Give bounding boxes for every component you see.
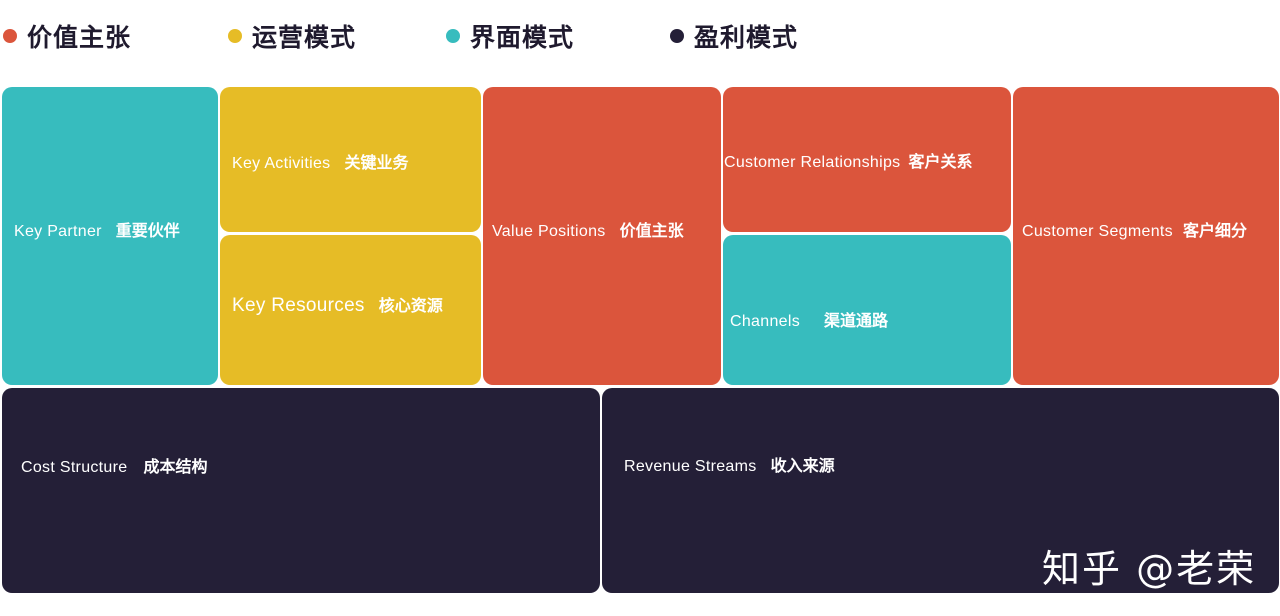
block-label-en: Customer Segments bbox=[1022, 223, 1173, 240]
block-label-en: Key Resources bbox=[232, 295, 365, 316]
block-value-positions: Value Positions 价值主张 bbox=[483, 87, 721, 385]
block-customer-relationships: Customer Relationships 客户关系 bbox=[723, 87, 1011, 232]
block-label: Customer Segments 客户细分 bbox=[1022, 221, 1247, 242]
legend-label: 价值主张 bbox=[27, 23, 132, 52]
block-label-zh: 核心资源 bbox=[378, 296, 443, 315]
block-label-en: Key Partner bbox=[14, 223, 102, 240]
legend-item-profit: 盈利模式 bbox=[670, 18, 798, 54]
navy-dot-icon bbox=[670, 29, 684, 43]
block-key-activities: Key Activities 关键业务 bbox=[220, 87, 481, 232]
block-label: Cost Structure 成本结构 bbox=[21, 457, 207, 478]
yellow-dot-icon bbox=[228, 29, 242, 43]
block-label-en: Cost Structure bbox=[21, 459, 128, 476]
block-revenue-streams: Revenue Streams 收入来源 bbox=[602, 388, 1279, 593]
block-label-en: Key Activities bbox=[232, 155, 331, 172]
block-label: Channels 渠道通路 bbox=[730, 311, 888, 332]
legend: 价值主张 运营模式 界面模式 盈利模式 bbox=[0, 0, 1280, 80]
block-label-en: Revenue Streams bbox=[624, 458, 757, 475]
block-label: Customer Relationships 客户关系 bbox=[724, 152, 972, 173]
watermark: 知乎 @老荣 bbox=[1042, 547, 1257, 591]
block-label-en: Value Positions bbox=[492, 223, 606, 240]
block-key-partner: Key Partner 重要伙伴 bbox=[2, 87, 218, 385]
block-label: Key Activities 关键业务 bbox=[232, 153, 408, 174]
block-channels: Channels 渠道通路 bbox=[723, 235, 1011, 385]
block-label-en: Channels bbox=[730, 313, 801, 330]
red-dot-icon bbox=[3, 29, 17, 43]
block-key-resources: Key Resources 核心资源 bbox=[220, 235, 481, 385]
block-label-zh: 成本结构 bbox=[143, 457, 208, 476]
legend-item-value: 价值主张 bbox=[3, 18, 131, 54]
block-label: Key Resources 核心资源 bbox=[232, 293, 443, 318]
block-label: Revenue Streams 收入来源 bbox=[624, 456, 835, 477]
block-label-zh: 收入来源 bbox=[770, 456, 835, 475]
legend-item-interface: 界面模式 bbox=[446, 18, 574, 54]
block-label-en: Customer Relationships bbox=[724, 154, 901, 171]
legend-label: 界面模式 bbox=[470, 23, 575, 52]
block-customer-segments: Customer Segments 客户细分 bbox=[1013, 87, 1279, 385]
block-label-zh: 重要伙伴 bbox=[115, 221, 180, 240]
block-label-zh: 渠道通路 bbox=[824, 311, 889, 330]
block-label: Value Positions 价值主张 bbox=[492, 221, 684, 242]
legend-label: 盈利模式 bbox=[694, 23, 799, 52]
block-label-zh: 关键业务 bbox=[344, 153, 409, 172]
legend-label: 运营模式 bbox=[252, 23, 357, 52]
teal-dot-icon bbox=[446, 29, 460, 43]
block-label: Key Partner 重要伙伴 bbox=[14, 221, 180, 242]
block-cost-structure: Cost Structure 成本结构 bbox=[2, 388, 600, 593]
block-label-zh: 客户细分 bbox=[1182, 221, 1247, 240]
block-label-zh: 价值主张 bbox=[619, 221, 684, 240]
legend-item-operation: 运营模式 bbox=[228, 18, 356, 54]
block-label-zh: 客户关系 bbox=[908, 152, 973, 171]
